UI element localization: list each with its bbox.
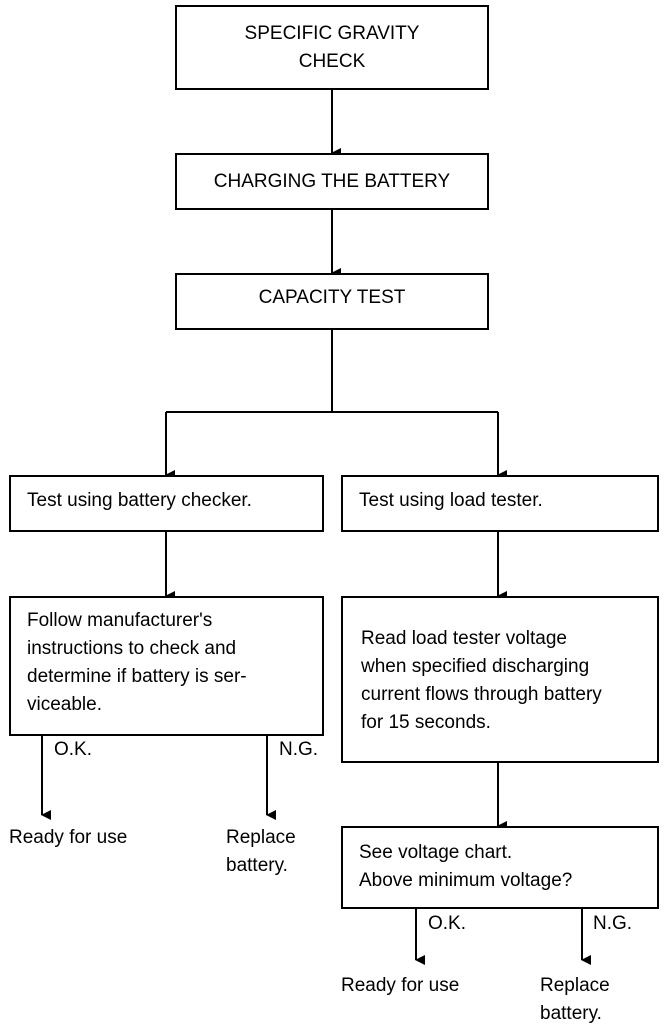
load-tester-label: Test using load tester. [359,490,543,511]
step-read-load-voltage: Read load tester voltage when specified … [341,596,659,763]
step-capacity-label: CAPACITY TEST [258,286,406,308]
step-voltage-check: See voltage chart. Above minimum voltage… [341,826,659,909]
voltage-check-label: See voltage chart. Above minimum voltage… [359,842,573,891]
step-battery-checker: Test using battery checker. [9,475,324,532]
manufacturer-instructions-label: Follow manufacturer's instructions to ch… [27,610,247,715]
step-specific-gravity-label: SPECIFIC GRAVITY CHECK [244,22,420,72]
step-capacity-test: CAPACITY TEST [175,273,489,330]
step-specific-gravity-check: SPECIFIC GRAVITY CHECK [175,5,489,90]
right-ng-result: Replace battery. [540,975,610,1024]
step-manufacturer-instructions: Follow manufacturer's instructions to ch… [9,596,324,736]
right-ok-result: Ready for use [341,975,460,996]
step-charging-battery: CHARGING THE BATTERY [175,153,489,210]
step-load-tester: Test using load tester. [341,475,659,532]
right-ng-label: N.G. [593,913,633,934]
read-load-voltage-label: Read load tester voltage when specified … [361,628,602,733]
battery-checker-label: Test using battery checker. [27,490,252,511]
left-ok-label: O.K. [54,739,93,760]
left-ng-label: N.G. [279,739,319,760]
right-ok-label: O.K. [428,913,467,934]
left-ng-result: Replace battery. [226,827,296,876]
left-ok-result: Ready for use [9,827,128,848]
step-charging-label: CHARGING THE BATTERY [213,170,451,192]
